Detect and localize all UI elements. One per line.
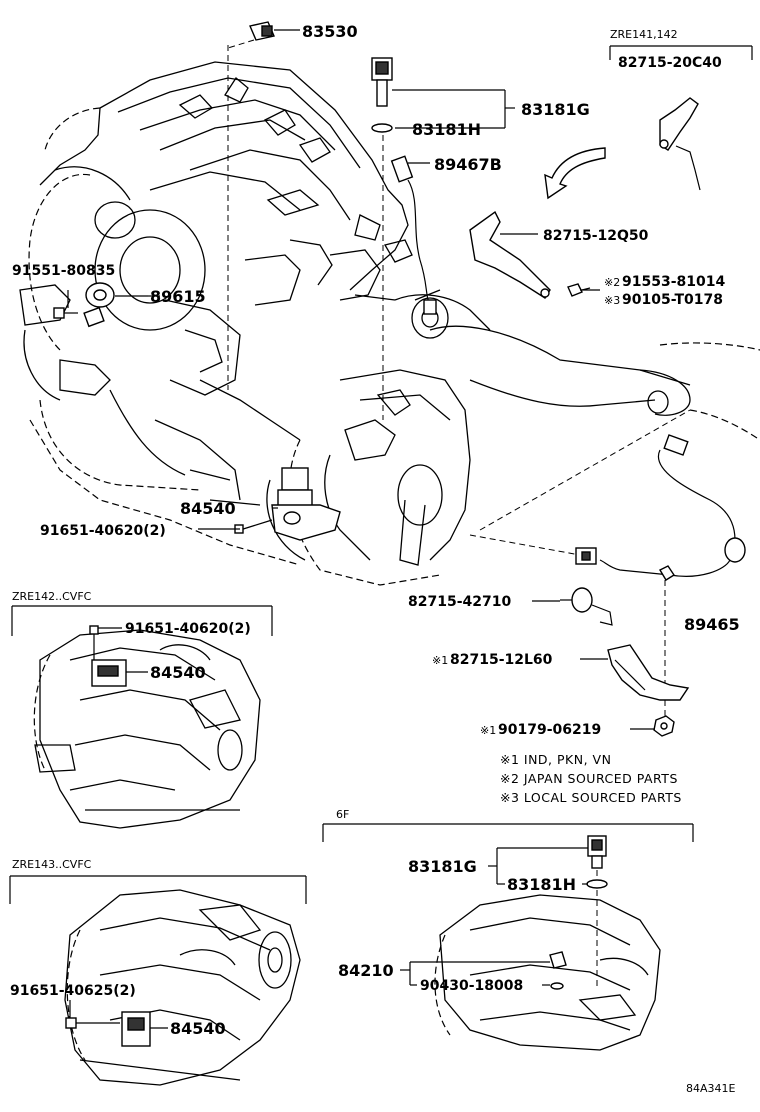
label-83181H-top: 83181H	[412, 120, 481, 139]
label-82715-42710: 82715-42710	[408, 594, 511, 610]
label-89467B: 89467B	[434, 155, 502, 174]
section-label-6f: 6F	[336, 808, 349, 821]
part-84540-b	[89, 625, 148, 687]
note-3: ※3 LOCAL SOURCED PARTS	[500, 790, 682, 805]
mark-3: ※3	[604, 294, 620, 307]
part-82715-20C40	[659, 97, 701, 191]
label-90105-T0178: 90105-T0178	[622, 292, 723, 308]
section-label-zre143: ZRE143..CVFC	[12, 858, 92, 871]
part-89465	[575, 434, 746, 581]
label-84540-b: 84540	[150, 663, 206, 682]
label-82715-12Q50: 82715-12Q50	[543, 228, 649, 244]
label-90430-18008: 90430-18008	[420, 978, 523, 994]
direction-arrow	[544, 147, 606, 200]
label-83181H-6f: 83181H	[507, 875, 576, 894]
label-84540-c: 84540	[170, 1019, 226, 1038]
label-83530: 83530	[302, 22, 358, 41]
label-83181G-6f: 83181G	[408, 857, 477, 876]
diagram-code: 84A341E	[686, 1082, 736, 1095]
label-91551-80835: 91551-80835	[12, 263, 115, 279]
part-84540-c	[65, 1011, 168, 1047]
section-label-zre141: ZRE141,142	[610, 28, 678, 41]
part-84210	[549, 951, 567, 990]
label-91651-40625: 91651-40625(2)	[10, 983, 136, 999]
guide-82715-42710	[469, 534, 581, 556]
part-90179	[653, 715, 675, 737]
part-91553	[567, 283, 591, 297]
engine-sketch	[19, 61, 760, 586]
note-2: ※2 JAPAN SOURCED PARTS	[500, 771, 678, 786]
part-82715-42710	[560, 587, 613, 626]
mark-2: ※2	[604, 276, 620, 289]
label-91553-81014: 91553-81014	[622, 274, 725, 290]
part-89615	[83, 282, 148, 328]
part-83530	[227, 21, 300, 49]
label-89465: 89465	[684, 615, 740, 634]
section-label-zre142: ZRE142..CVFC	[12, 590, 92, 603]
label-90179-06219: 90179-06219	[498, 722, 601, 738]
part-89467B	[390, 155, 437, 315]
label-91651-40620-b: 91651-40620(2)	[125, 621, 251, 637]
mark-1b: ※1	[480, 724, 496, 737]
part-83181G-6f	[586, 835, 608, 889]
part-82715-12Q50	[469, 210, 551, 299]
zre143-sketch	[64, 889, 301, 1086]
part-83181G	[371, 57, 393, 133]
label-84210: 84210	[338, 961, 394, 980]
mark-1a: ※1	[432, 654, 448, 667]
label-83181G-top: 83181G	[521, 100, 590, 119]
leader-lines-6f	[400, 847, 588, 986]
label-84540-main: 84540	[180, 499, 236, 518]
part-91551	[53, 307, 78, 319]
note-1: ※1 IND, PKN, VN	[500, 752, 611, 767]
leader-lines	[9, 45, 753, 904]
label-82715-12L60: 82715-12L60	[450, 652, 553, 668]
guide-89465-conn	[479, 409, 691, 531]
zre142-sketch	[33, 629, 261, 829]
sixf-sketch	[434, 894, 661, 1051]
part-84540-main	[234, 467, 341, 541]
label-89615: 89615	[150, 287, 206, 306]
label-82715-20C40: 82715-20C40	[618, 55, 722, 71]
label-91651-40620-main: 91651-40620(2)	[40, 523, 166, 539]
part-82715-12L60	[607, 644, 690, 701]
